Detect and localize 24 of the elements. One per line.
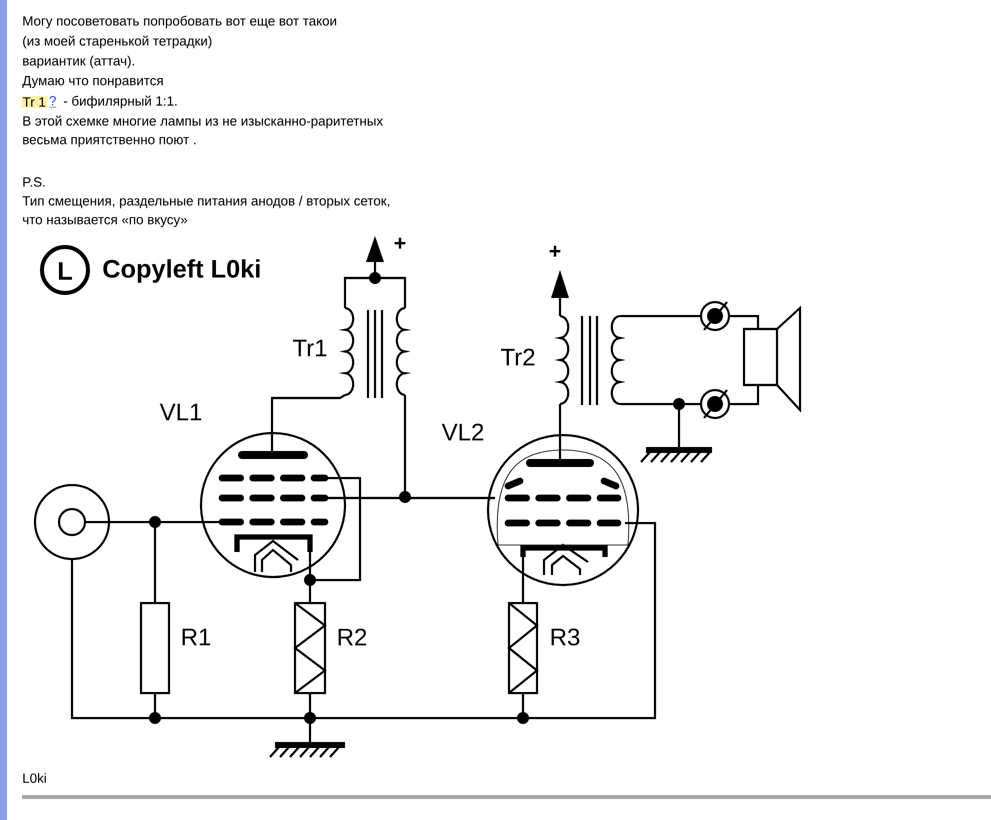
highlighted-word: Tr 1 xyxy=(21,96,48,108)
help-link: ? xyxy=(48,96,57,108)
copyleft-symbol: L xyxy=(58,262,72,280)
component-label: Tr1 xyxy=(293,340,326,356)
component-label: VL1 xyxy=(160,404,202,420)
text-line: Думаю что понравится xyxy=(22,76,163,88)
component-label: Tr2 xyxy=(501,348,534,366)
component-label: VL2 xyxy=(442,424,484,440)
text-line: что называется «по вкусу» xyxy=(23,217,188,227)
text-line: весьма приятственно поют . xyxy=(23,137,196,147)
copyleft-note: Copyleft L0ki xyxy=(103,259,260,283)
component-label: R3 xyxy=(552,628,580,646)
text-line: P.S. xyxy=(23,177,45,187)
text-line: Могу посоветовать попробовать вот еще вот такои xyxy=(23,16,336,28)
text-line: (из моей старенькой тетрадки) xyxy=(23,36,212,48)
component-label: R2 xyxy=(338,628,366,646)
signature: L0ki xyxy=(23,773,46,783)
text-line: вариантик (аттач). xyxy=(23,56,134,68)
plus-sign: + xyxy=(394,238,406,249)
text-line: - бифилярный 1:1. xyxy=(64,96,176,108)
text-line: Тип смещения, раздельные питания анодов / вторых сеток, xyxy=(22,196,390,208)
plus-sign: + xyxy=(550,246,560,257)
component-label: R1 xyxy=(182,628,210,646)
text-line: В этой схемке многие лампы из не изысканно-раритетных xyxy=(23,116,383,128)
